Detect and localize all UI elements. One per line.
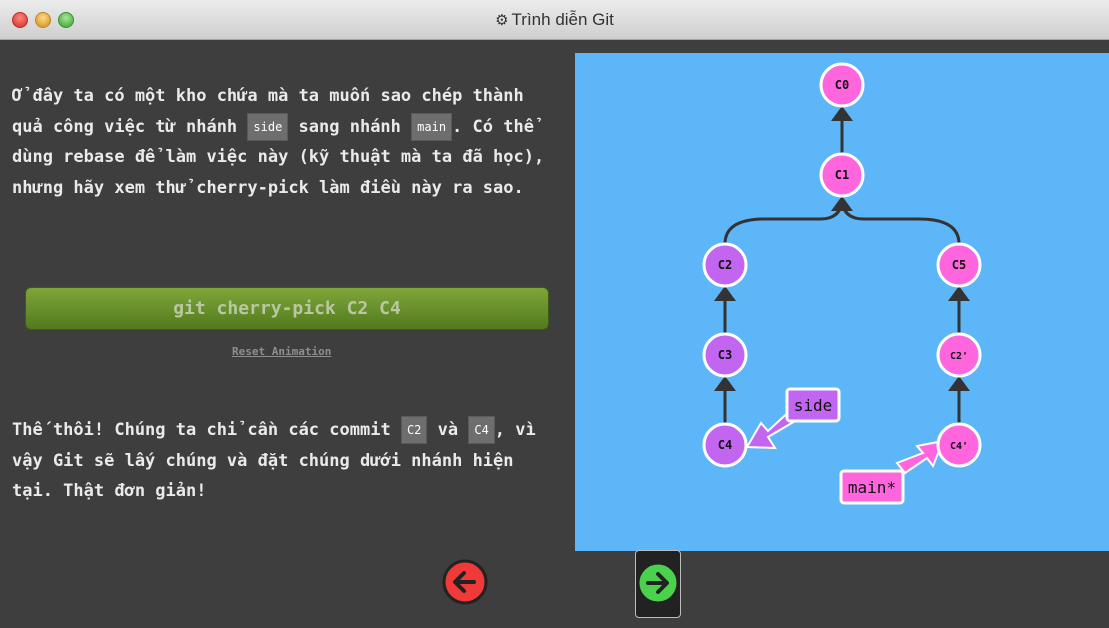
svg-text:C2: C2 — [718, 258, 732, 272]
svg-text:C3: C3 — [718, 348, 732, 362]
git-graph-canvas: side main* C0 C1 C2 C3 C4 C5 C2' C4' — [575, 53, 1109, 551]
side-branch-arrow: side — [745, 387, 841, 450]
main-branch-label-box[interactable] — [839, 469, 905, 505]
code-main: main — [411, 112, 453, 141]
intro-paragraph: Ở đây ta có một kho chứa mà ta muốn sao … — [12, 86, 545, 198]
code-side: side — [247, 112, 289, 141]
previous-button[interactable] — [442, 559, 488, 605]
commit-c5[interactable]: C5 — [936, 242, 982, 288]
arrowhead-c3 — [714, 376, 736, 391]
arrowhead-c1 — [831, 196, 853, 211]
svg-text:C1: C1 — [835, 168, 849, 182]
edge-c5-c1 — [840, 197, 961, 245]
svg-text:C4': C4' — [950, 441, 968, 452]
svg-text:C2': C2' — [950, 351, 968, 362]
commit-c4-prime[interactable]: C4' — [936, 422, 982, 468]
gear-icon: ⚙ — [495, 12, 509, 29]
title-bar: ⚙Trình diễn Git — [0, 0, 1109, 40]
arrow-right-icon — [636, 561, 680, 605]
arrowhead-c5 — [948, 286, 970, 301]
svg-text:C5: C5 — [952, 258, 966, 272]
git-graph: side main* C0 C1 C2 C3 C4 C5 C2' C4' — [702, 62, 982, 505]
main-branch-label: main* — [848, 478, 896, 497]
arrowhead-c0 — [831, 106, 853, 121]
window-title: ⚙Trình diễn Git — [495, 10, 614, 29]
commit-c4[interactable]: C4 — [702, 422, 748, 468]
commit-c0[interactable]: C0 — [819, 62, 865, 108]
next-button[interactable] — [635, 550, 681, 618]
close-window-button[interactable] — [12, 12, 28, 28]
side-branch-label-box[interactable] — [785, 387, 841, 423]
reset-animation-link[interactable]: Reset Animation — [232, 345, 332, 358]
arrow-left-icon — [442, 559, 488, 605]
minimize-window-button[interactable] — [35, 12, 51, 28]
commit-c2[interactable]: C2 — [702, 242, 748, 288]
code-c2: C2 — [400, 416, 428, 444]
side-branch-label: side — [794, 396, 833, 415]
arrowhead-c2 — [714, 286, 736, 301]
arrowhead-c2p — [948, 376, 970, 391]
code-c4: C4 — [468, 416, 495, 444]
commit-c3[interactable]: C3 — [702, 332, 748, 378]
main-branch-arrow: main* — [839, 439, 945, 505]
commit-c2-prime[interactable]: C2' — [936, 332, 982, 378]
edge-c2-c1 — [723, 197, 844, 245]
outro-paragraph: Thế thôi! Chúng ta chỉ cần các commit C2… — [12, 415, 552, 507]
command-button[interactable]: git cherry-pick C2 C4 — [25, 287, 549, 330]
svg-text:C4: C4 — [718, 438, 732, 452]
commit-c1[interactable]: C1 — [819, 152, 865, 198]
maximize-window-button[interactable] — [58, 12, 74, 28]
svg-text:C0: C0 — [835, 78, 849, 92]
